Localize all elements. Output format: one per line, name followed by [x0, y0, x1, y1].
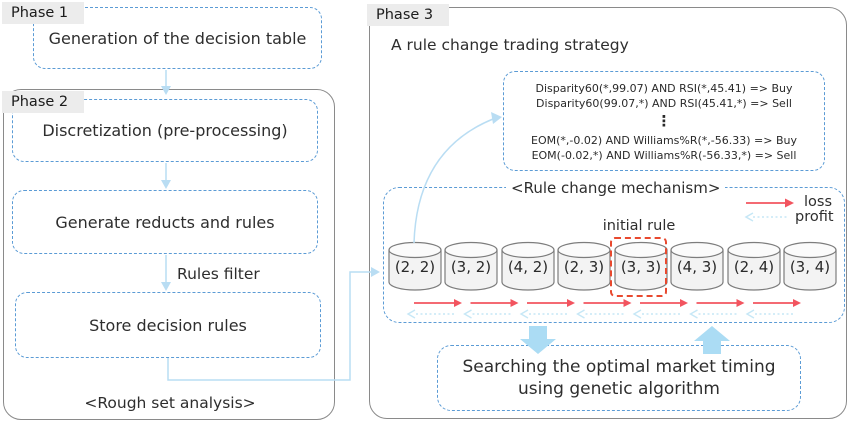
rule-cylinder: (2, 4)	[727, 241, 781, 293]
genetic-algorithm-box: Searching the optimal market timing usin…	[437, 345, 801, 411]
store-rules-box-text: Store decision rules	[89, 315, 247, 335]
generate-reducts-box-text: Generate reducts and rules	[55, 212, 275, 232]
rule-line: Disparity60(*,99.07) AND RSI(*,45.41) =>…	[535, 82, 793, 95]
phase2-label: Phase 2	[2, 91, 85, 113]
generate-reducts-box: Generate reducts and rules	[12, 190, 318, 254]
rule-cylinder-label: (2, 2)	[394, 258, 436, 276]
initial-rule-label: initial rule	[602, 218, 676, 234]
phase1-box: Generation of the decision table	[33, 7, 322, 69]
rule-line: Disparity60(99.07,*) AND RSI(45.41,*) =>…	[536, 97, 792, 110]
cylinder-icon	[501, 241, 555, 291]
rule-list-box: Disparity60(*,99.07) AND RSI(*,45.41) =>…	[503, 71, 825, 171]
phase1-box-text: Generation of the decision table	[48, 28, 307, 48]
discretization-box-text: Discretization (pre-processing)	[42, 121, 288, 140]
rule-cylinder: (2, 2)	[388, 241, 442, 293]
cylinder-icon	[670, 241, 724, 291]
rule-cylinder: (2, 3)	[557, 241, 611, 293]
cylinder-icon	[444, 241, 498, 291]
rule-cylinder: (4, 2)	[501, 241, 555, 293]
rule-cylinder-label: (4, 2)	[507, 258, 549, 276]
phase3-container	[369, 7, 847, 419]
rule-cylinder: (3, 4)	[783, 241, 837, 293]
rule-change-mechanism-label: <Rule change mechanism>	[506, 179, 726, 197]
cylinder-icon	[727, 241, 781, 291]
initial-rule-highlight	[610, 237, 667, 297]
phase3-title: A rule change trading strategy	[391, 36, 629, 54]
genetic-algorithm-text-line2: using genetic algorithm	[518, 379, 720, 399]
rule-cylinder-label: (3, 2)	[450, 258, 492, 276]
rule-cylinder-label: (4, 3)	[676, 258, 718, 276]
rule-ellipsis: ⋮	[656, 112, 672, 130]
rule-cylinder-label: (2, 3)	[563, 258, 605, 276]
legend-profit-label: profit	[795, 209, 834, 225]
store-rules-box: Store decision rules	[15, 292, 321, 358]
rule-cylinder: (3, 2)	[444, 241, 498, 293]
rule-cylinder: (4, 3)	[670, 241, 724, 293]
rough-set-analysis-caption: <Rough set analysis>	[84, 394, 256, 412]
rule-cylinder-label: (3, 4)	[789, 258, 831, 276]
genetic-algorithm-text-line1: Searching the optimal market timing	[462, 356, 776, 377]
cylinder-icon	[388, 241, 442, 291]
rule-cylinder-label: (3, 3)	[620, 258, 662, 276]
rule-cylinder-initial: (3, 3)	[614, 241, 668, 293]
rules-filter-label: Rules filter	[177, 265, 260, 283]
phase1-label: Phase 1	[2, 2, 85, 24]
cylinder-icon	[783, 241, 837, 291]
rule-cylinder-label: (2, 4)	[733, 258, 775, 276]
rule-line: EOM(*,-0.02) AND Williams%R(*,-56.33) =>…	[531, 134, 797, 147]
legend-loss-label: loss	[804, 194, 833, 210]
discretization-box: Discretization (pre-processing)	[12, 99, 318, 162]
rule-line: EOM(-0.02,*) AND Williams%R(-56.33,*) =>…	[531, 149, 797, 162]
phase3-label: Phase 3	[367, 4, 450, 26]
